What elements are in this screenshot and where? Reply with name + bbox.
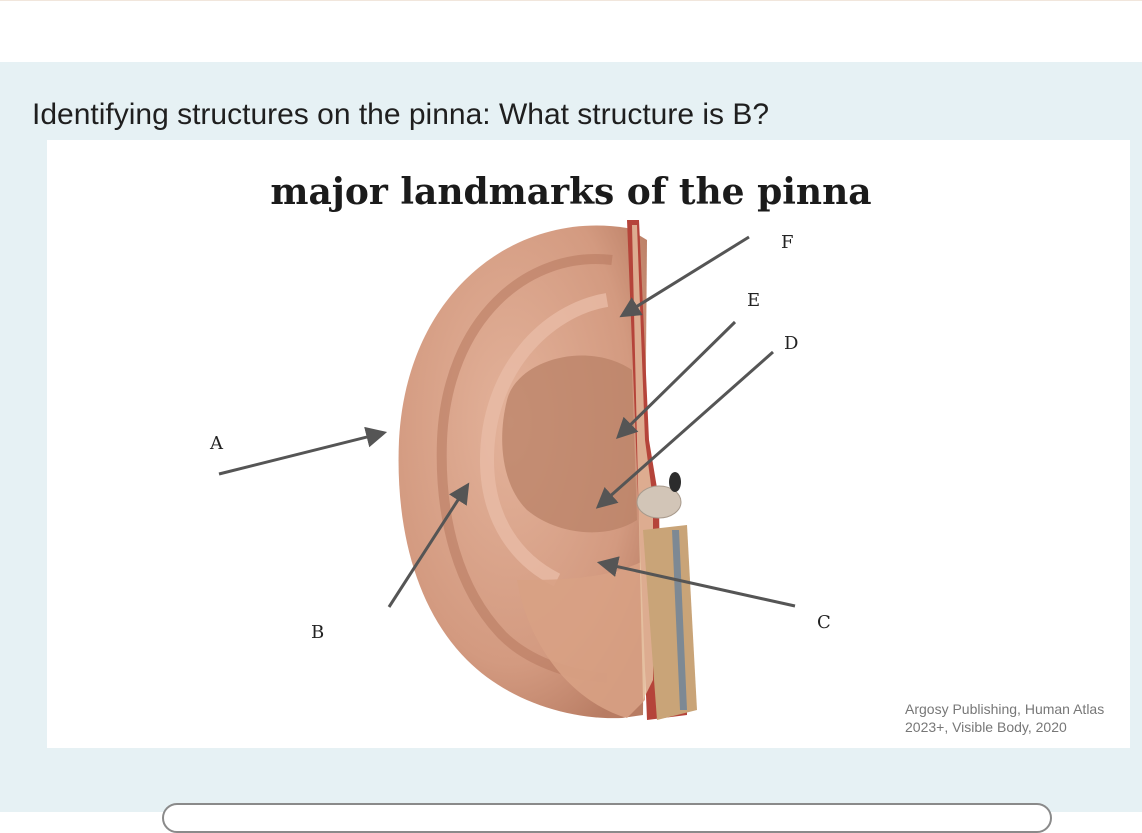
arrow-f (619, 235, 750, 318)
label-a: A (209, 433, 224, 454)
top-strip (0, 0, 1142, 62)
arrow-d (595, 350, 774, 509)
label-c: C (817, 612, 831, 633)
lobule (517, 560, 645, 718)
label-b: B (311, 622, 324, 643)
pinna-diagram: major landmarks of the pinna A B C D (209, 171, 872, 720)
arrow-c (596, 556, 796, 608)
image-credit: Argosy Publishing, Human Atlas 2023+, Vi… (905, 700, 1125, 736)
label-d: D (784, 333, 798, 354)
helix-rim (436, 254, 613, 683)
figure-title: major landmarks of the pinna (270, 171, 871, 213)
answer-input[interactable] (162, 803, 1052, 833)
ear-canal-opening (636, 485, 682, 519)
neck-vessel (672, 530, 687, 710)
arrow-b (387, 482, 470, 608)
question-text: Identifying structures on the pinna: Wha… (32, 98, 770, 131)
credit-line-1: Argosy Publishing, Human Atlas (905, 701, 1105, 717)
arrow-a (218, 426, 388, 476)
arrow-e (616, 320, 737, 439)
credit-line-2: 2023+, Visible Body, 2020 (905, 719, 1067, 735)
label-f: F (781, 232, 794, 253)
antihelix (479, 293, 609, 587)
canal-dark (669, 472, 681, 492)
pinna-figure: major landmarks of the pinna A B C D (47, 140, 1130, 748)
label-e: E (747, 290, 760, 311)
